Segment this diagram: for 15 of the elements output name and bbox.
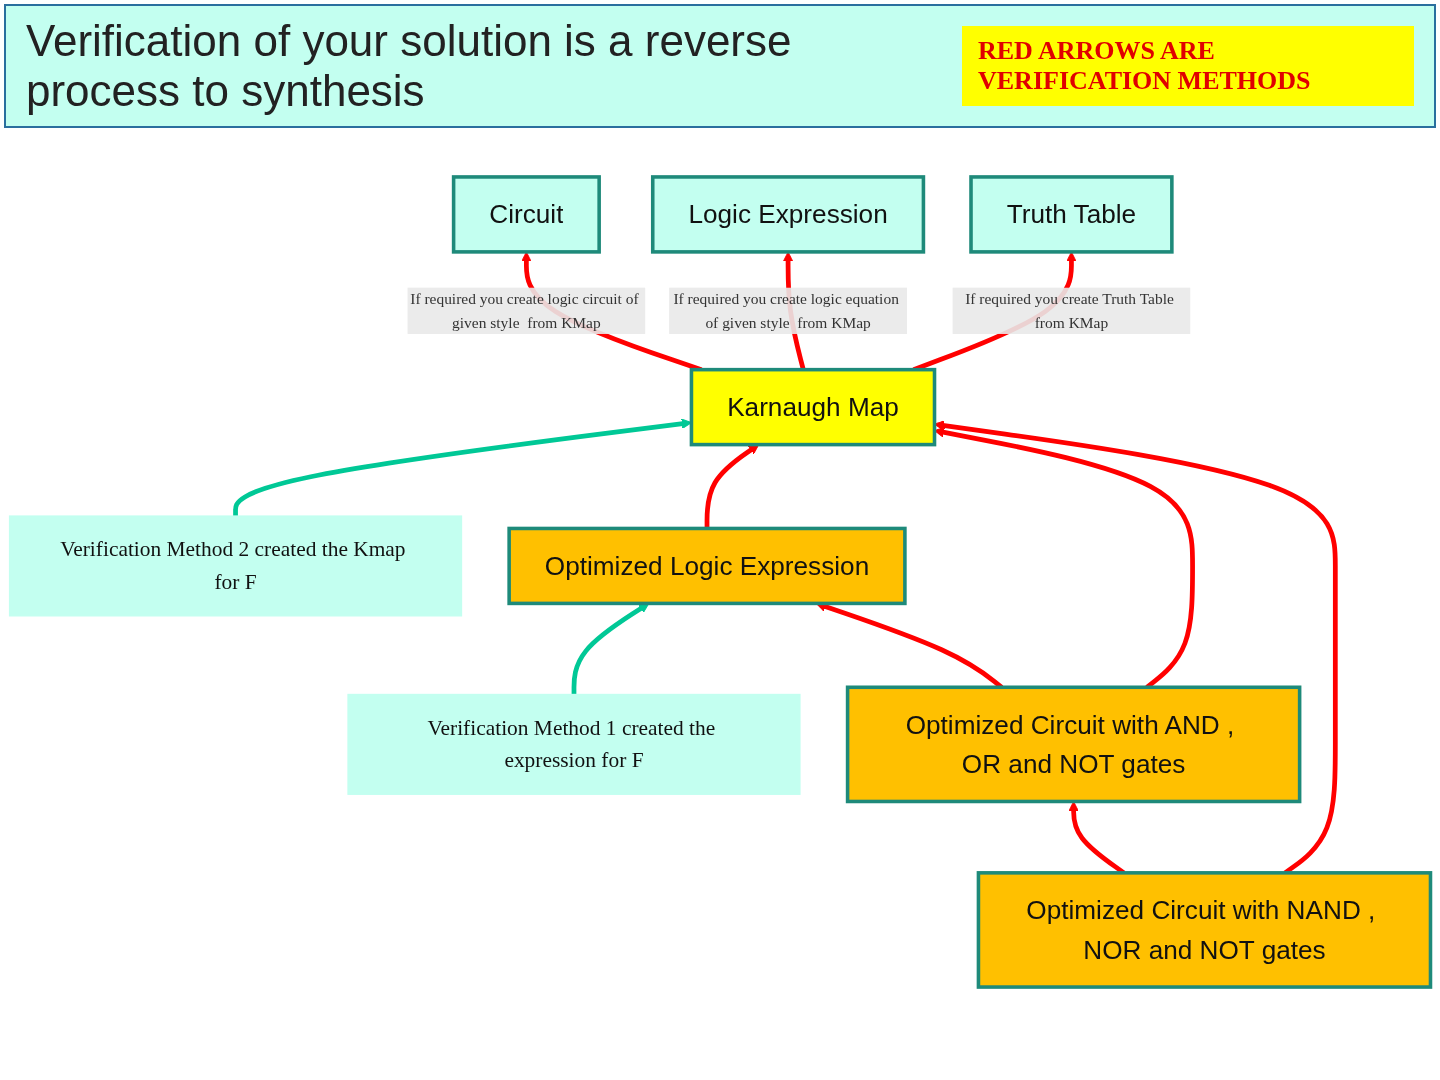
title: Verification of your solution is a reverse process to synthesis — [26, 16, 793, 116]
edge-label: If required you create logic circuit of given style from KMap — [410, 289, 639, 331]
edge-label: If required you create Truth Table from KMap — [965, 289, 1174, 331]
node-box: Optimized Circuit with NAND , NOR and NOT gates — [976, 871, 1433, 989]
node-box: Verification Method 2 created the Kmap for F — [8, 515, 463, 617]
node-box: Circuit — [451, 175, 601, 254]
note-text: RED ARROWS ARE VERIFICATION METHODS — [962, 26, 1414, 106]
node-box: Optimized Logic Expression — [507, 526, 907, 606]
arrow — [704, 444, 760, 529]
edge-label: If required you create logic equation of given style from KMap — [673, 289, 899, 331]
node-box: Optimized Circuit with AND , OR and NOT gates — [845, 685, 1302, 804]
node-box: Verification Method 1 created the expression for F — [347, 693, 801, 795]
node-box: Karnaugh Map — [689, 367, 937, 447]
node-box: Truth Table — [969, 175, 1174, 254]
node-box: Logic Expression — [650, 175, 926, 254]
